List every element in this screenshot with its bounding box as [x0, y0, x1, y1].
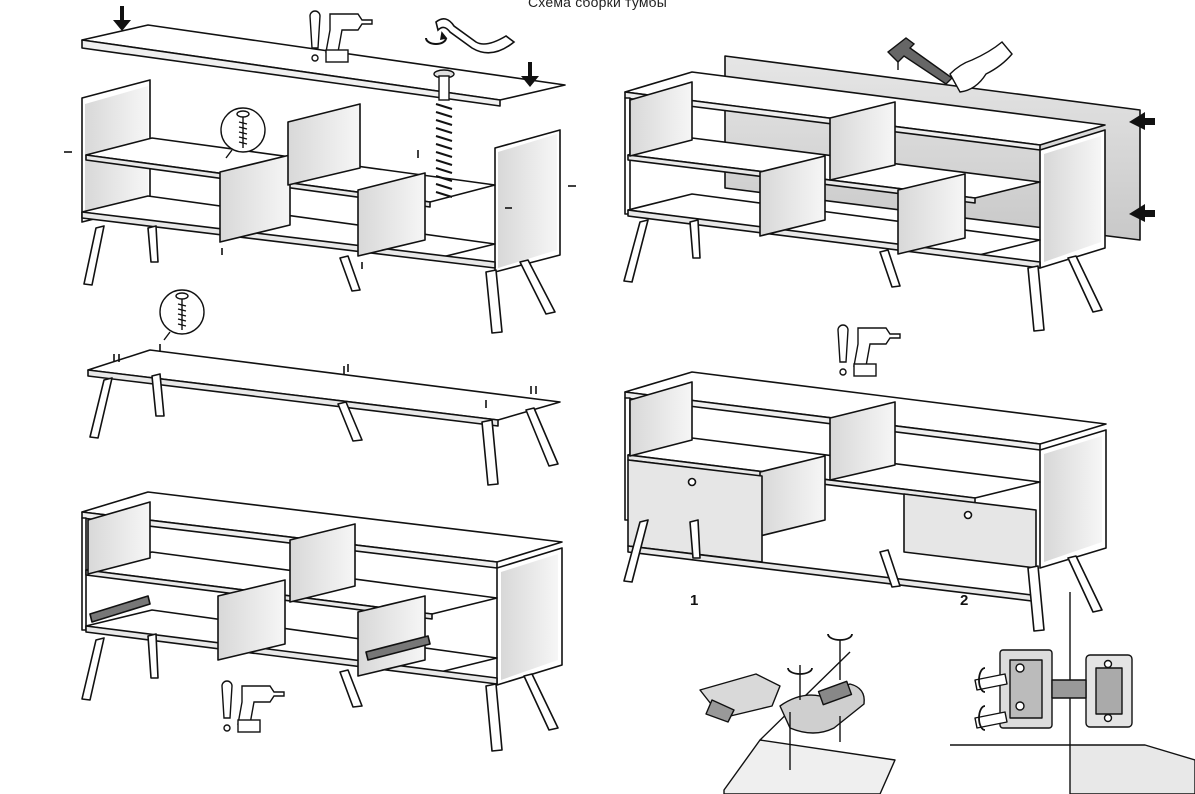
hinge-detail-1	[699, 633, 896, 794]
drawer-knob	[963, 510, 973, 520]
leg	[519, 259, 556, 315]
drawer-knob	[687, 477, 697, 487]
step-back-panel	[623, 55, 1141, 332]
push-arrow-icon	[1129, 204, 1155, 222]
rotate-arrow-icon	[827, 633, 853, 641]
cordless-drill-icon	[837, 324, 901, 377]
leg	[151, 373, 165, 417]
leg	[337, 401, 363, 442]
step-frame-assembly	[64, 6, 576, 334]
step-drawers	[623, 371, 1107, 632]
hinge-step-1-label: 1	[690, 592, 699, 609]
leg	[525, 407, 559, 467]
screw-icon	[220, 107, 266, 159]
divider	[219, 154, 291, 243]
push-arrow-icon	[1129, 112, 1155, 130]
rotate-arrow-icon	[978, 705, 986, 731]
divider	[287, 103, 361, 186]
press-down-arrow-icon	[521, 62, 539, 87]
leg	[83, 225, 105, 286]
divider	[357, 172, 426, 257]
rotate-arrow-icon	[787, 667, 813, 675]
press-down-arrow-icon	[113, 6, 131, 31]
page-title: Схема сборки тумбы	[527, 0, 668, 10]
leg	[485, 269, 503, 334]
step-drawer-runners	[81, 491, 563, 752]
leg	[481, 419, 499, 486]
leg	[339, 255, 361, 292]
top-panel	[81, 24, 566, 101]
step-base-legs	[87, 344, 561, 486]
drawer-runner	[365, 635, 431, 661]
hex-key-icon	[425, 18, 516, 54]
hammer-icon	[886, 37, 1013, 93]
screw-icon	[433, 69, 455, 198]
cordless-drill-icon	[309, 10, 373, 63]
hinge-step-2-label: 2	[960, 592, 969, 609]
rotate-arrow-icon	[978, 667, 986, 693]
drawer-front	[903, 493, 1037, 569]
hinge-detail-2	[950, 592, 1195, 794]
leg	[89, 377, 113, 439]
screw-icon	[159, 289, 205, 341]
cordless-drill-icon	[221, 680, 285, 733]
leg	[147, 225, 159, 263]
rotate-arrow-icon	[425, 37, 447, 45]
drawer-runner	[89, 595, 151, 623]
